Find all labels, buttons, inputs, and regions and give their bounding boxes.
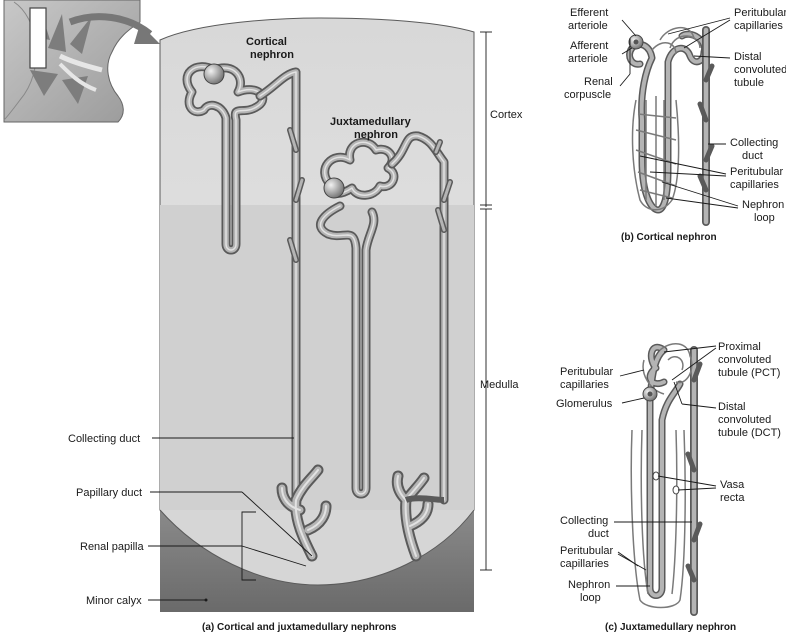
cortical-nephron-title-2: nephron [250,49,294,61]
cortex-label: Cortex [490,109,523,121]
minor-calyx-label: Minor calyx [86,595,142,607]
panel-c-dct-label-2: convoluted [718,414,771,426]
papillary-duct-label: Papillary duct [76,487,142,499]
panel-c-collecting-duct-label-1: Collecting [560,515,608,527]
cortical-nephron [182,62,305,505]
panel-a-labels: Cortical nephron Juxtamedullary nephron … [68,31,523,633]
renal-corpuscle-label-2: corpuscle [564,89,611,101]
afferent-arteriole-label-1: Afferent [570,40,608,52]
pct-label-3: tubule (PCT) [718,367,780,379]
panel-c-labels: Proximal convoluted tubule (PCT) Peritub… [556,341,781,633]
kidney-thumbnail [3,0,160,123]
panel-b-dct-label-1: Distal [734,51,762,63]
panel-b-labels: Efferent arteriole Afferent arteriole Re… [564,7,786,243]
pct-label-1: Proximal [718,341,761,353]
juxtamedullary-nephron-title-2: nephron [354,129,398,141]
juxtamedullary-glomerulus [323,177,345,199]
panel-b-caption: (b) Cortical nephron [621,232,717,243]
panel-b-nephron-loop-label-1: Nephron [742,199,784,211]
panel-c-peritubular-bottom-label-1: Peritubular [560,545,614,557]
panel-c-dct-label-1: Distal [718,401,746,413]
vasa-recta-label-2: recta [720,492,745,504]
panel-c-dct-label-3: tubule (DCT) [718,427,781,439]
papillary-ducts [276,464,445,562]
panel-b-diagram [626,26,715,226]
vasa-recta-label-1: Vasa [720,479,745,491]
panel-c-peritubular-top-label-2: capillaries [560,379,609,391]
cortical-nephron-title-1: Cortical [246,36,287,48]
pct-label-2: convoluted [718,354,771,366]
cortical-glomerulus [203,63,225,85]
panel-b-collecting-duct-label-2: duct [742,150,763,162]
panel-a-nephrons [182,62,453,562]
medulla-label: Medulla [480,379,519,391]
panel-b-collecting-duct-label-1: Collecting [730,137,778,149]
panel-c-collecting-duct-label-2: duct [588,528,609,540]
afferent-arteriole-label-2: arteriole [568,53,608,65]
panel-c-peritubular-top-label-1: Peritubular [560,366,614,378]
panel-c-peritubular-bottom-label-2: capillaries [560,558,609,570]
panel-c-nephron-loop-label-1: Nephron [568,579,610,591]
efferent-arteriole-label-2: arteriole [568,20,608,32]
panel-b-dct-label-2: convoluted [734,64,786,76]
panel-c-caption: (c) Juxtamedullary nephron [605,622,736,633]
panel-b-peritubular-top-label-1: Peritubular [734,7,786,19]
efferent-arteriole-label-1: Efferent [570,7,608,19]
renal-corpuscle-label-1: Renal [584,76,613,88]
renal-papilla-region [160,510,474,585]
juxtamedullary-nephron-title-1: Juxtamedullary [330,116,412,128]
arrow-icon [134,24,160,44]
medulla-region [160,205,474,510]
juxtamedullary-nephron [316,131,453,505]
selection-box [29,7,47,69]
panel-c-diagram [630,343,703,616]
panel-b-peritubular-mid-label-1: Peritubular [730,166,784,178]
panel-a-caption: (a) Cortical and juxtamedullary nephrons [202,622,397,633]
glomerulus-label: Glomerulus [556,398,613,410]
panel-b-nephron-loop-label-2: loop [754,212,775,224]
renal-papilla-label: Renal papilla [80,541,144,553]
panel-b-dct-label-3: tubule [734,77,764,89]
panel-b-peritubular-mid-label-2: capillaries [730,179,779,191]
collecting-duct-label: Collecting duct [68,433,140,445]
panel-c-nephron-loop-label-2: loop [580,592,601,604]
panel-a-tissue [159,17,475,612]
panel-b-peritubular-top-label-2: capillaries [734,20,783,32]
